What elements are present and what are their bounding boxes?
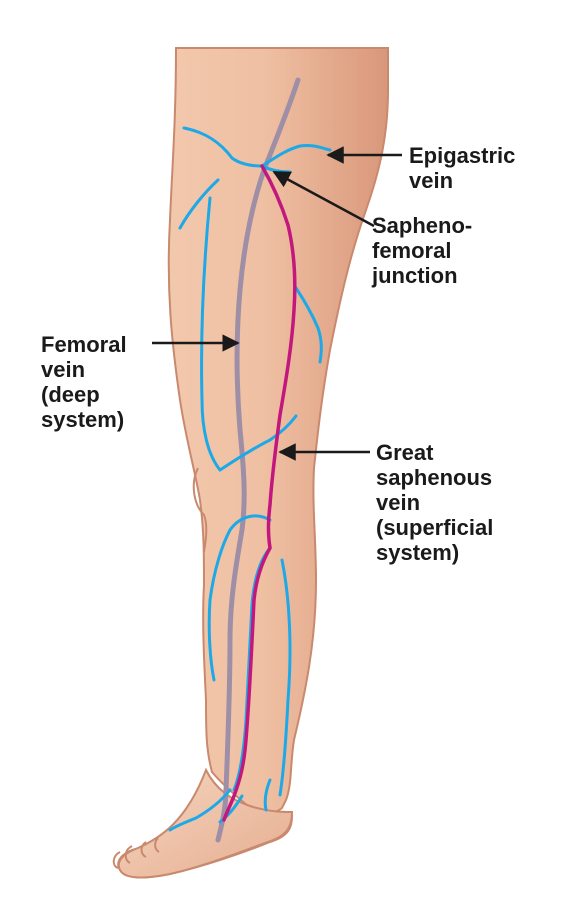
- sapheno-femoral-junction-label: Sapheno- femoral junction: [372, 213, 472, 288]
- label-line: Femoral: [41, 332, 127, 357]
- toes: [112, 837, 160, 869]
- label-line: Great: [376, 440, 434, 465]
- label-line: Epigastric: [409, 143, 516, 168]
- label-line: saphenous: [376, 465, 493, 490]
- epigastric-vein-label: Epigastric vein: [409, 143, 515, 193]
- femoral-vein: [215, 77, 301, 843]
- label-line: junction: [372, 263, 458, 288]
- label-line: femoral: [372, 238, 452, 263]
- sapheno-femoral-arrow: [272, 170, 375, 228]
- femoral-vein-label: Femoral vein (deep system): [41, 332, 127, 432]
- label-line: Sapheno-: [372, 213, 473, 238]
- pointer-arrows: [152, 146, 402, 461]
- foot: [117, 767, 294, 879]
- knee-contour: [192, 467, 208, 553]
- superficial-veins: [168, 126, 332, 832]
- leg-outline: [117, 47, 389, 879]
- label-line: system): [41, 407, 125, 432]
- label-line: vein: [41, 357, 86, 382]
- label-line: (superficial: [376, 515, 494, 540]
- great-saphenous-vein: [222, 164, 297, 822]
- great-saphenous-vein-label: Great saphenous vein (superficial system…: [376, 440, 493, 565]
- label-line: vein: [409, 168, 454, 193]
- label-line: system): [376, 540, 460, 565]
- label-line: vein: [376, 490, 421, 515]
- label-line: (deep: [41, 382, 100, 407]
